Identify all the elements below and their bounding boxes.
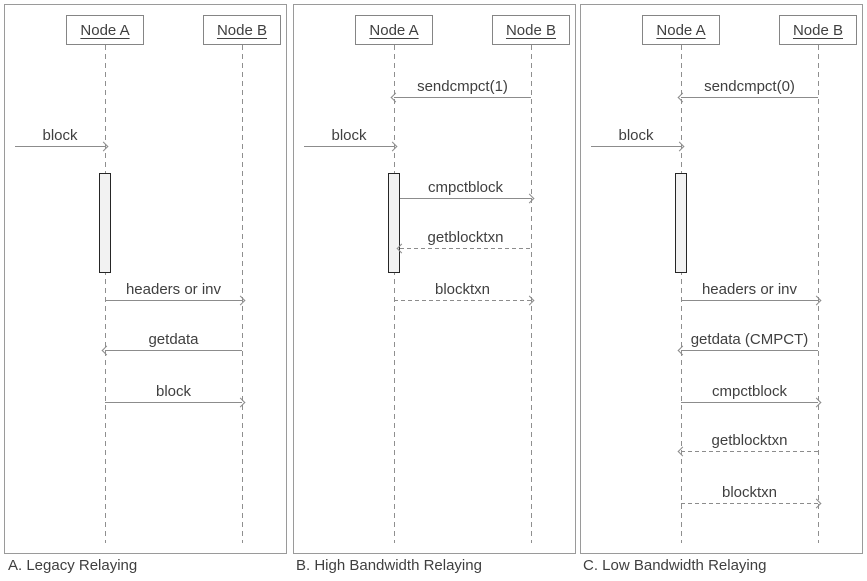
message-block-incoming: block: [304, 127, 398, 151]
activation-bar: [388, 173, 400, 273]
message-label: headers or inv: [701, 281, 798, 298]
message-headers-or-inv: headers or inv: [105, 281, 246, 305]
message-block-relay: block: [105, 383, 246, 407]
node-b-box: Node B: [779, 15, 857, 45]
message-cmpctblock: cmpctblock: [681, 383, 822, 407]
node-b-lifeline: [242, 45, 243, 543]
message-getblocktxn: getblocktxn: [396, 229, 531, 253]
node-a-lifeline: [394, 45, 395, 543]
node-b-label: Node B: [792, 21, 844, 39]
message-label: block: [155, 383, 192, 400]
message-getblocktxn: getblocktxn: [677, 432, 818, 456]
node-b-box: Node B: [492, 15, 570, 45]
message-label: headers or inv: [125, 281, 222, 298]
message-label: getdata (CMPCT): [690, 331, 809, 348]
message-sendcmpct-1: sendcmpct(1): [390, 78, 531, 102]
activation-bar: [99, 173, 111, 273]
message-sendcmpct-0: sendcmpct(0): [677, 78, 818, 102]
message-label: block: [331, 127, 367, 144]
node-a-box: Node A: [66, 15, 144, 45]
message-blocktxn: blocktxn: [681, 484, 822, 508]
node-b-box: Node B: [203, 15, 281, 45]
message-cmpctblock: cmpctblock: [400, 179, 535, 203]
node-b-label: Node B: [505, 21, 557, 39]
message-label: cmpctblock: [711, 383, 788, 400]
message-label: block: [42, 127, 78, 144]
panel-caption-low-bandwidth: C. Low Bandwidth Relaying: [583, 557, 767, 574]
node-a-lifeline: [681, 45, 682, 543]
message-getdata: getdata: [101, 331, 242, 355]
message-label: getblocktxn: [711, 432, 788, 449]
message-line: [105, 397, 246, 407]
message-line: [394, 295, 535, 305]
message-line: [15, 141, 109, 151]
message-line: [677, 345, 818, 355]
activation-bar: [675, 173, 687, 273]
message-label: sendcmpct(0): [704, 78, 795, 95]
message-label: sendcmpct(1): [417, 78, 508, 95]
message-line: [591, 141, 685, 151]
message-label: blocktxn: [434, 281, 491, 298]
node-a-box: Node A: [642, 15, 720, 45]
message-line: [396, 243, 531, 253]
node-a-lifeline: [105, 45, 106, 543]
panel-caption-legacy: A. Legacy Relaying: [8, 557, 138, 574]
panel-low-bandwidth-relaying: Node A Node B sendcmpct(0) block headers…: [580, 4, 863, 554]
message-line: [105, 295, 246, 305]
message-line: [681, 295, 822, 305]
node-a-label: Node A: [369, 21, 419, 39]
node-a-label: Node A: [656, 21, 706, 39]
message-label: getblocktxn: [427, 229, 504, 246]
panel-high-bandwidth-relaying: Node A Node B sendcmpct(1) block cmpctbl…: [293, 4, 576, 554]
message-line: [101, 345, 242, 355]
message-block-incoming: block: [591, 127, 685, 151]
message-getdata-cmpct: getdata (CMPCT): [677, 331, 818, 355]
message-line: [400, 193, 535, 203]
node-a-label: Node A: [80, 21, 130, 39]
message-label: block: [618, 127, 654, 144]
message-line: [390, 92, 531, 102]
message-headers-or-inv: headers or inv: [681, 281, 822, 305]
message-label: blocktxn: [721, 484, 778, 501]
message-line: [677, 446, 818, 456]
message-line: [681, 397, 822, 407]
node-b-lifeline: [818, 45, 819, 543]
panel-legacy-relaying: Node A Node B block headers or inv getda…: [4, 4, 287, 554]
message-line: [681, 498, 822, 508]
node-b-label: Node B: [216, 21, 268, 39]
message-label: getdata: [148, 331, 199, 348]
message-line: [304, 141, 398, 151]
panel-caption-high-bandwidth: B. High Bandwidth Relaying: [296, 557, 482, 574]
message-blocktxn: blocktxn: [394, 281, 535, 305]
message-label: cmpctblock: [427, 179, 504, 196]
message-line: [677, 92, 818, 102]
node-b-lifeline: [531, 45, 532, 543]
node-a-box: Node A: [355, 15, 433, 45]
message-block-incoming: block: [15, 127, 109, 151]
